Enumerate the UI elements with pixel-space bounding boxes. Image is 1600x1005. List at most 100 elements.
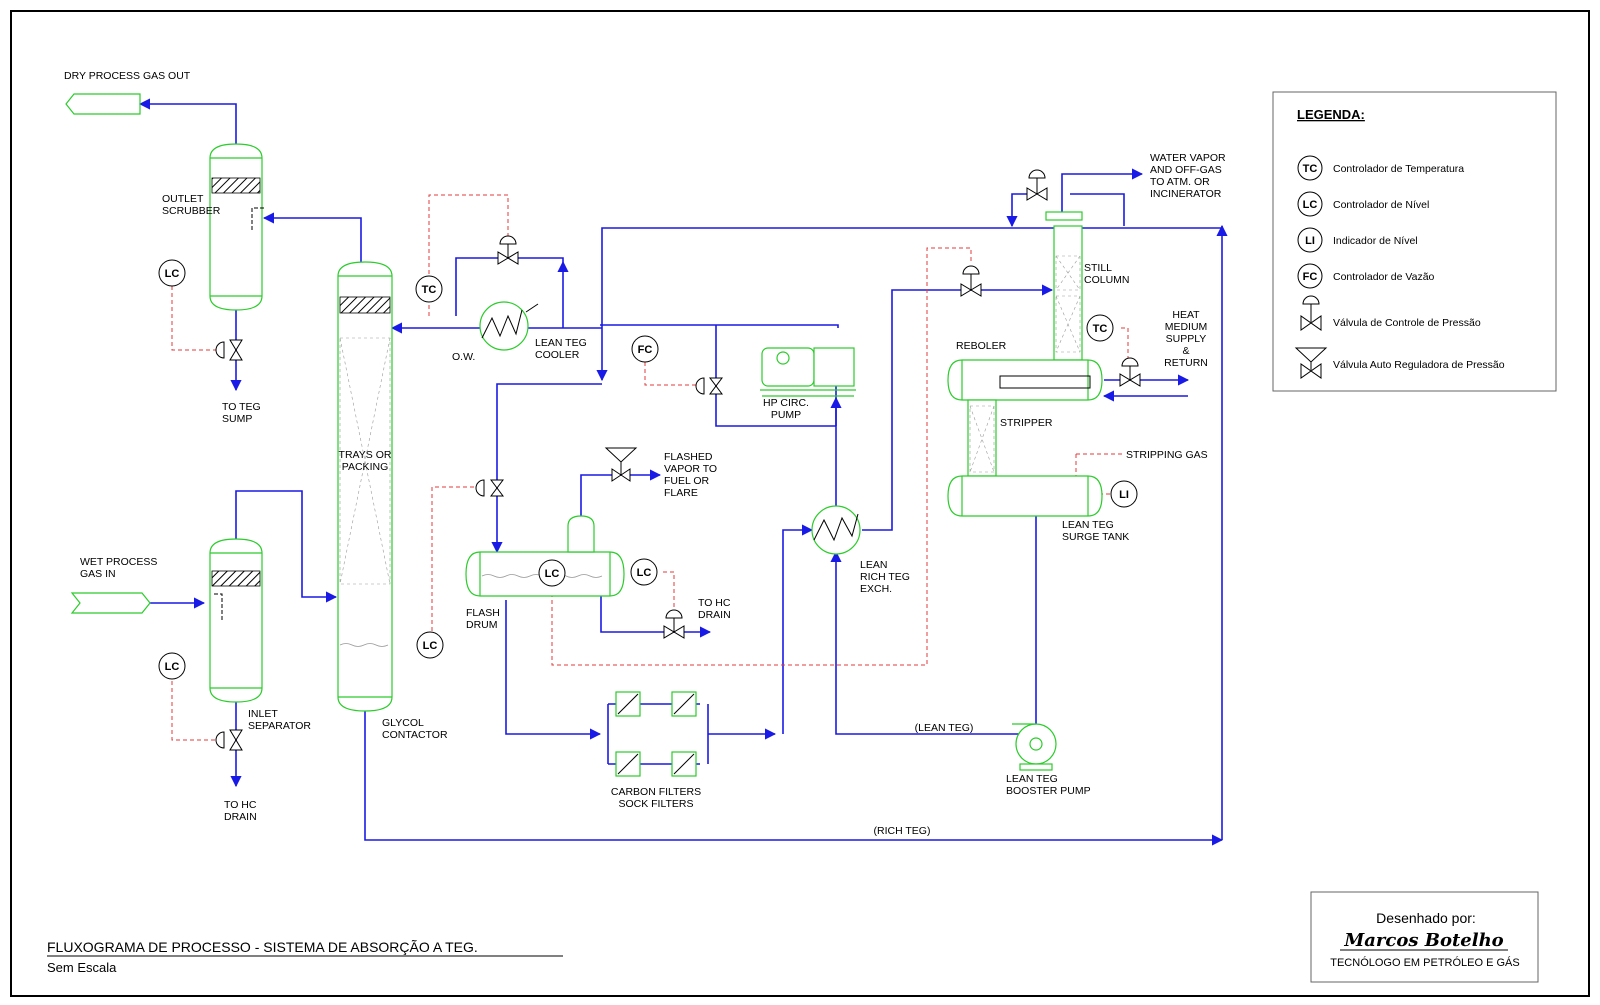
label-to-teg-sump-1: TO TEG (222, 401, 261, 413)
instrument-lc-separator: LC (158, 652, 186, 680)
lean-teg-booster-pump (1012, 723, 1057, 771)
label-ow: O.W. (452, 351, 475, 363)
label-lean-teg-cooler-2: COOLER (535, 349, 580, 361)
instrument-li-surge-tank: LI (1110, 480, 1138, 508)
label-wet-gas-1: WET PROCESS (80, 556, 157, 568)
legend-item-lc: Controlador de Nível (1333, 199, 1429, 211)
label-carbon-filters-2: SOCK FILTERS (618, 798, 693, 810)
label-heat-medium-2: MEDIUM (1165, 321, 1208, 333)
control-valves (215, 169, 1141, 751)
label-to-hc-drain-2a: TO HC (698, 597, 731, 609)
inlet-separator (209, 538, 263, 703)
title-sub: Sem Escala (47, 960, 117, 975)
legend-item-fc: Controlador de Vazão (1333, 271, 1435, 283)
label-trays-1: TRAYS OR (339, 449, 392, 461)
label-outlet-scrubber-2: SCRUBBER (162, 205, 221, 217)
signature-box: Desenhado por: Marcos Botelho TECNÓLOGO … (1310, 891, 1539, 983)
svg-text:TC: TC (422, 284, 437, 296)
label-flash-drum-1: FLASH (466, 607, 500, 619)
label-rich-teg-line: (RICH TEG) (874, 825, 931, 837)
signature-role: TECNÓLOGO EM PETRÓLEO E GÁS (1330, 956, 1519, 969)
legend-title: LEGENDA: (1297, 107, 1365, 122)
svg-text:LC: LC (1303, 199, 1318, 211)
instrument-fc: FC (631, 335, 659, 363)
label-heat-medium-4: & (1182, 345, 1189, 357)
label-water-vapor-3: TO ATM. OR (1150, 176, 1210, 188)
instrument-lc-scrubber: LC (158, 259, 186, 287)
glycol-contactor (337, 261, 393, 712)
lean-rich-exchanger (811, 505, 861, 555)
svg-text:FC: FC (1303, 271, 1318, 283)
carbon-filters (615, 691, 697, 777)
label-exchanger-2: RICH TEG (860, 571, 910, 583)
label-flashed-vapor-3: FUEL OR (664, 475, 710, 487)
label-to-hc-drain-2b: DRAIN (698, 609, 731, 621)
label-to-hc-drain-1a: TO HC (224, 799, 257, 811)
drawing-frame (10, 10, 1590, 997)
legend-item-pcv: Válvula de Controle de Pressão (1333, 317, 1481, 329)
instrument-lc-flash-drum: LC (538, 559, 566, 587)
svg-text:LC: LC (545, 568, 560, 580)
label-glycol-contactor-1: GLYCOL (382, 717, 424, 729)
label-hp-pump-2: PUMP (771, 409, 801, 421)
label-still-column-2: COLUMN (1084, 274, 1130, 286)
label-carbon-filters-1: CARBON FILTERS (611, 786, 701, 798)
label-still-column-1: STILL (1084, 262, 1112, 274)
label-outlet-scrubber-1: OUTLET (162, 193, 204, 205)
label-flashed-vapor-4: FLARE (664, 487, 698, 499)
label-exchanger-3: EXCH. (860, 583, 892, 595)
label-reboler: REBOLER (956, 340, 1007, 352)
instrument-lc-flash-drum-hc: LC (630, 558, 658, 586)
still-column (1045, 211, 1083, 361)
stripper (967, 399, 997, 477)
label-lean-teg-cooler-1: LEAN TEG (535, 337, 587, 349)
svg-text:LC: LC (165, 661, 180, 673)
lean-teg-cooler (479, 301, 539, 351)
wet-gas-inlet-arrow (70, 592, 151, 614)
label-water-vapor-4: INCINERATOR (1150, 188, 1222, 200)
svg-text:LI: LI (1305, 235, 1315, 247)
label-inlet-separator-2: SEPARATOR (248, 720, 311, 732)
instrument-tc-reboler: TC (1086, 314, 1114, 342)
label-dry-gas: DRY PROCESS GAS OUT (64, 70, 191, 82)
label-stripping-gas: STRIPPING GAS (1126, 449, 1208, 461)
dry-gas-outlet-arrow (65, 93, 141, 115)
signature-name: Marcos Botelho (1343, 930, 1503, 951)
legend-item-prv: Válvula Auto Reguladora de Pressão (1333, 359, 1505, 371)
outlet-scrubber (209, 143, 264, 311)
title-main: FLUXOGRAMA DE PROCESSO - SISTEMA DE ABSO… (47, 939, 478, 955)
label-booster-pump-2: BOOSTER PUMP (1006, 785, 1091, 797)
label-surge-tank-2: SURGE TANK (1062, 531, 1129, 543)
drawing-title: FLUXOGRAMA DE PROCESSO - SISTEMA DE ABSO… (47, 939, 563, 975)
label-lean-teg-line: (LEAN TEG) (915, 722, 974, 734)
label-flashed-vapor-2: VAPOR TO (664, 463, 717, 475)
svg-text:FC: FC (638, 344, 653, 356)
instrument-lc-contactor: LC (416, 631, 444, 659)
instrument-tc-cooler: TC (415, 275, 443, 303)
label-heat-medium-5: RETURN (1164, 357, 1208, 369)
label-inlet-separator-1: INLET (248, 708, 278, 720)
label-water-vapor-1: WATER VAPOR (1150, 152, 1226, 164)
label-booster-pump-1: LEAN TEG (1006, 773, 1058, 785)
legend: LEGENDA: TC Controlador de Temperatura L… (1272, 91, 1557, 392)
reboler (947, 359, 1103, 401)
label-water-vapor-2: AND OFF-GAS (1150, 164, 1222, 176)
label-surge-tank-1: LEAN TEG (1062, 519, 1114, 531)
svg-text:LI: LI (1119, 489, 1129, 501)
signature-by: Desenhado por: (1376, 910, 1476, 926)
legend-item-li: Indicador de Nível (1333, 235, 1418, 247)
svg-text:LC: LC (165, 268, 180, 280)
legend-item-tc: Controlador de Temperatura (1333, 163, 1464, 175)
label-to-hc-drain-1b: DRAIN (224, 811, 257, 823)
label-flashed-vapor-1: FLASHED (664, 451, 713, 463)
label-to-teg-sump-2: SUMP (222, 413, 252, 425)
label-trays-2: PACKING (342, 461, 388, 473)
svg-text:TC: TC (1303, 163, 1318, 175)
label-flash-drum-2: DRUM (466, 619, 498, 631)
label-heat-medium-3: SUPPLY (1166, 333, 1207, 345)
label-heat-medium-1: HEAT (1172, 309, 1200, 321)
label-glycol-contactor-2: CONTACTOR (382, 729, 448, 741)
label-stripper: STRIPPER (1000, 417, 1053, 429)
svg-text:TC: TC (1093, 323, 1108, 335)
